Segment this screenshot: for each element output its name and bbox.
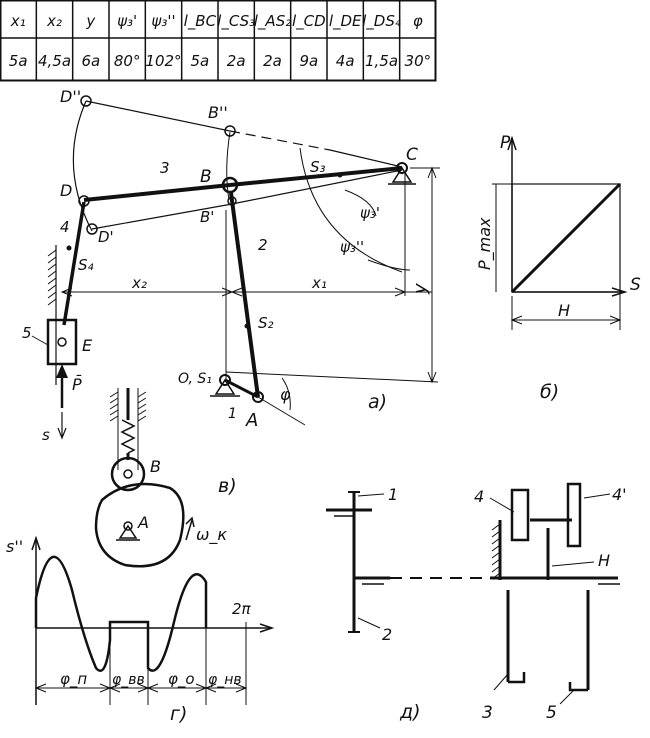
label-gear-1: 1 — [388, 485, 398, 504]
label-s-axis: S — [630, 275, 641, 295]
planetary-gear-train: 1 2 3 4 4' 5 H д) — [326, 482, 627, 723]
table-header-cell: ψ₃'' — [151, 12, 175, 30]
d-trajectory-arc — [72, 100, 93, 232]
label-h: H — [558, 301, 570, 320]
label-link-2: 2 — [258, 236, 268, 254]
table-value-cell: 2a — [227, 52, 246, 70]
label-x2: x₂ — [131, 274, 147, 292]
force-line — [510, 182, 622, 294]
label-cam-b: B — [150, 457, 161, 476]
label-d-double-prime: D'' — [60, 87, 81, 106]
label-phase-2: φ_вв — [112, 672, 145, 688]
table-value-cell: 2a — [263, 52, 282, 70]
link-1 — [224, 378, 259, 399]
label-p-axis: P — [500, 133, 511, 153]
link-4 — [62, 201, 86, 326]
label-psi-double-prime: ψ₃'' — [340, 238, 364, 256]
table-header-cell: l_DS₄ — [362, 12, 401, 31]
table-value-cell: 80° — [114, 52, 141, 70]
label-d-prime: D' — [98, 228, 114, 246]
acceleration-curve — [34, 555, 208, 672]
label-o-s1: O, S₁ — [178, 371, 212, 387]
caption-g: г) — [170, 703, 187, 725]
caption-b: б) — [540, 381, 559, 403]
table-header-cell: l_DE — [329, 12, 362, 31]
label-b-prime: B' — [200, 208, 214, 226]
table-value-cell: 5a — [190, 52, 209, 70]
table-header-cell: l_AS₂ — [254, 12, 291, 31]
cam-profile — [94, 482, 185, 568]
table-header-cell: y — [85, 12, 96, 30]
table-value-cell: 9a — [299, 52, 318, 70]
label-phase-1: φ_п — [60, 670, 87, 689]
table-header-cell: l_CS₃ — [217, 12, 255, 31]
label-psi-prime: ψ₃' — [360, 204, 380, 222]
label-gear-3: 3 — [482, 703, 493, 723]
label-p-force: P̄ — [72, 375, 82, 394]
label-gear-5: 5 — [546, 703, 557, 723]
label-b: B — [200, 167, 212, 187]
label-s-displacement: s — [42, 426, 50, 444]
caption-a: а) — [368, 391, 387, 413]
table-header-cell: φ — [413, 12, 423, 30]
table-header-cell: x₁ — [10, 12, 26, 30]
label-omega: ω_к — [196, 525, 227, 545]
label-phase-4: φ_нв — [208, 672, 242, 688]
label-s3: S₃ — [310, 158, 326, 176]
label-link-5: 5 — [22, 324, 32, 342]
label-b-double-prime: B'' — [208, 103, 228, 122]
force-graph: P P_max S H б) — [475, 133, 641, 403]
label-d: D — [60, 181, 72, 200]
table-value-cell: 30° — [405, 52, 432, 70]
label-link-3: 3 — [160, 159, 170, 177]
label-link-4: 4 — [60, 218, 70, 236]
table-value-cell: 1,5a — [365, 52, 398, 70]
label-gear-4-prime: 4' — [612, 485, 627, 504]
table-header-cell: x₂ — [46, 12, 62, 30]
label-gear-4: 4 — [474, 487, 484, 506]
table-value-cell: 5a — [9, 52, 28, 70]
caption-v: в) — [218, 475, 237, 497]
cam-follower-roller — [110, 456, 146, 492]
table-header-cell: l_BC — [184, 12, 217, 31]
label-x1: x₁ — [311, 274, 327, 292]
table-header-cell: ψ₃' — [117, 12, 137, 30]
table-value-cell: 4,5a — [38, 52, 71, 70]
table-value-cell: 102° — [145, 52, 181, 70]
acceleration-graph: s'' 2π φ_п φ_вв φ_о φ_нв г) — [6, 535, 275, 725]
label-y: y — [410, 283, 431, 295]
link-3 — [83, 183, 231, 202]
label-phi: φ — [280, 385, 291, 404]
label-a: A — [245, 410, 258, 431]
label-carrier-h: H — [598, 551, 610, 570]
label-two-pi: 2π — [232, 600, 252, 618]
label-phase-3: φ_о — [168, 670, 195, 689]
caption-d: д) — [399, 701, 421, 723]
label-s4: S₄ — [78, 256, 94, 274]
label-c: C — [406, 145, 418, 165]
table-value-cell: 4a — [336, 52, 355, 70]
link-2 — [229, 192, 260, 398]
label-e: E — [82, 336, 93, 355]
table-header-cell: l_CD — [292, 12, 326, 31]
slider-5 — [46, 318, 78, 366]
label-cam-a: A — [137, 513, 149, 532]
label-gear-2: 2 — [382, 625, 392, 644]
label-s-double-prime: s'' — [6, 537, 23, 556]
label-pmax: P_max — [475, 217, 495, 270]
linkage-mechanism: D'' B'' C S₃ B D D' B' 3 4 2 S₄ ψ₃' ψ₃''… — [22, 87, 440, 444]
label-link-1: 1 — [228, 406, 237, 422]
label-s2: S₂ — [258, 314, 274, 332]
cam-mechanism: B A ω_к в) — [94, 388, 237, 568]
table-value-cell: 6a — [81, 52, 100, 70]
